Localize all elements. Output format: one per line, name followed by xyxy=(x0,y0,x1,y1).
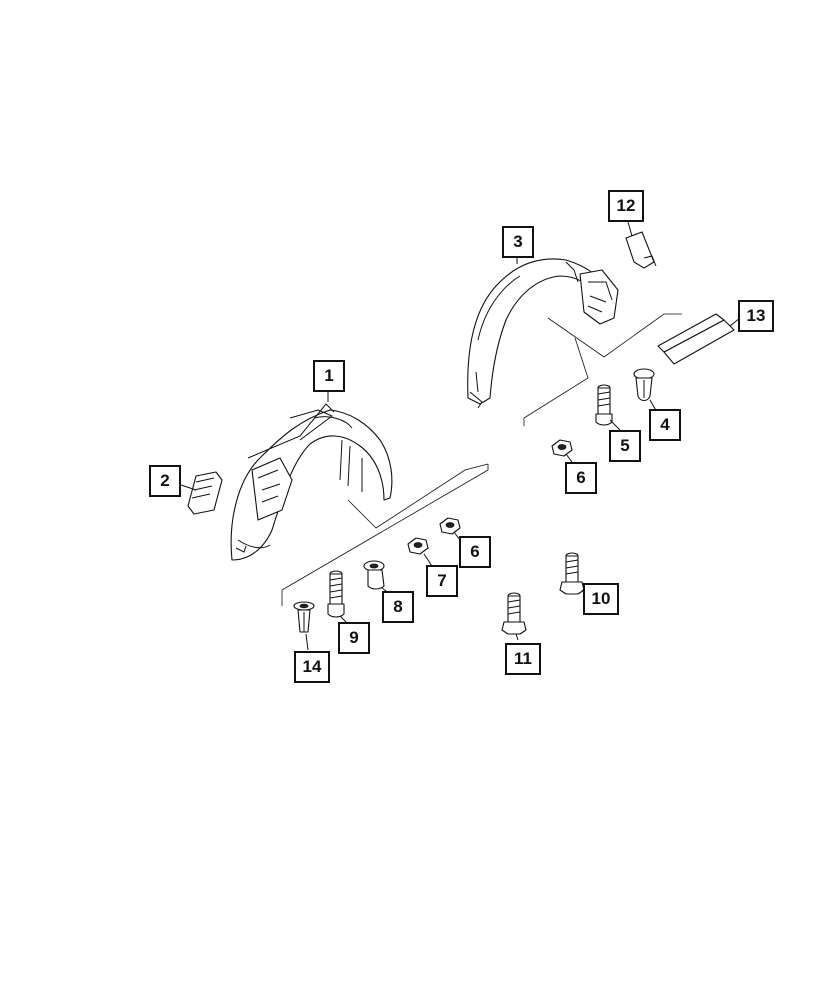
rivet-nut xyxy=(363,560,385,590)
push-retainer xyxy=(633,368,655,402)
callout-10: 10 xyxy=(583,583,619,615)
bolt-9 xyxy=(327,570,345,618)
callout-13: 13 xyxy=(738,300,774,332)
nut-7 xyxy=(407,537,429,555)
callout-1: 1 xyxy=(313,360,345,392)
callout-6-lower: 6 xyxy=(459,536,491,568)
left-group-bracket xyxy=(281,463,489,606)
wheelhouse-liner-rear xyxy=(467,258,619,409)
callout-12: 12 xyxy=(608,190,644,222)
callout-5: 5 xyxy=(609,430,641,462)
foam-block xyxy=(657,313,735,365)
flange-bolt-11 xyxy=(501,592,527,635)
liner-bracket xyxy=(187,471,223,515)
nut-upper xyxy=(551,439,573,457)
right-group-bracket xyxy=(523,313,682,426)
callout-14: 14 xyxy=(294,651,330,683)
bolt-5 xyxy=(595,384,613,426)
trim-clip xyxy=(625,231,657,269)
callout-4: 4 xyxy=(649,409,681,441)
push-pin xyxy=(293,601,315,633)
callout-6-upper: 6 xyxy=(565,462,597,494)
nut-lower xyxy=(439,517,461,535)
callout-8: 8 xyxy=(382,591,414,623)
callout-11: 11 xyxy=(505,643,541,675)
callout-2: 2 xyxy=(149,465,181,497)
callout-7: 7 xyxy=(426,565,458,597)
callout-3: 3 xyxy=(502,226,534,258)
callout-9: 9 xyxy=(338,622,370,654)
wheelhouse-liner-front xyxy=(230,403,393,561)
flange-bolt-10 xyxy=(559,552,585,595)
